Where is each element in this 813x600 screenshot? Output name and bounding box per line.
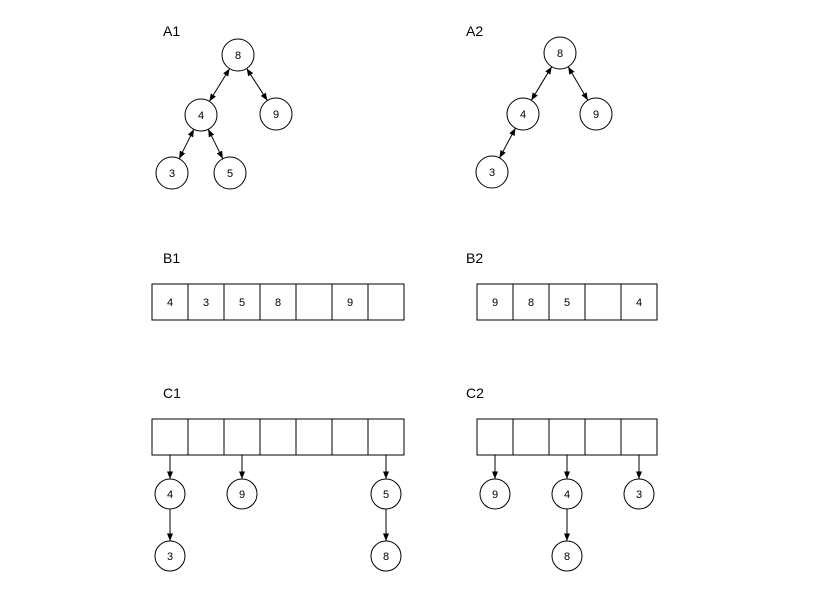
array-cell-value: 5: [239, 297, 245, 309]
array-cell: [331, 283, 369, 321]
panel-label: B1: [163, 250, 180, 266]
array-cell-value: 8: [528, 297, 534, 309]
panel-label: B2: [466, 250, 483, 266]
array-cell: [223, 418, 261, 456]
edge-arrow: [567, 66, 589, 101]
node-value: 5: [383, 489, 389, 501]
tree-node: [506, 97, 540, 131]
edge-arrow: [207, 129, 224, 159]
array-cell: [223, 283, 261, 321]
array-cell: [259, 283, 297, 321]
array-cell: [476, 418, 514, 456]
tree-node: [259, 97, 293, 131]
array-cell-value: 9: [347, 297, 353, 309]
tree-node: [475, 155, 509, 189]
panel-label: C2: [466, 385, 484, 401]
node-value: 9: [239, 489, 245, 501]
node-value: 8: [557, 48, 563, 60]
node-value: 4: [564, 489, 570, 501]
node-value: 4: [198, 110, 204, 122]
array-cell: [187, 418, 225, 456]
array-cell: [584, 283, 622, 321]
node-value: 9: [593, 109, 599, 121]
panel-label: C1: [163, 385, 181, 401]
array-cell: [295, 418, 333, 456]
node-value: 4: [520, 109, 526, 121]
array-cell-value: 4: [167, 297, 173, 309]
array-cell: [295, 283, 333, 321]
array-cell: [367, 283, 405, 321]
array-cell: [512, 418, 550, 456]
tree-node: [155, 156, 189, 190]
tree-node: [543, 36, 577, 70]
node-value: 8: [564, 551, 570, 563]
panel-label: A2: [466, 23, 483, 39]
node-value: 5: [227, 168, 233, 180]
node-value: 3: [167, 551, 173, 563]
panel-a2: A2 8 4 9 3: [466, 23, 613, 189]
node-value: 3: [489, 167, 495, 179]
array-cell: [548, 283, 586, 321]
tree-node: [184, 98, 218, 132]
panel-label: A1: [163, 23, 180, 39]
edge-arrow: [530, 66, 553, 101]
array-cell: [259, 418, 297, 456]
panel-b1: B1 4 3 5 8 9: [151, 250, 405, 321]
node-value: 4: [167, 489, 173, 501]
panel-c2: C2 9 4 3 8: [466, 385, 658, 572]
array-cell: [512, 283, 550, 321]
panel-b2: B2 9 8 5 4: [466, 250, 658, 321]
array-cell: [331, 418, 369, 456]
panel-a1: A1 8 4 9 3 5: [155, 23, 293, 190]
array-cell: [548, 418, 586, 456]
array-cell: [367, 418, 405, 456]
edge-arrow: [246, 68, 268, 101]
array-cell-value: 9: [492, 297, 498, 309]
array-cell: [620, 418, 658, 456]
array-cell-value: 8: [275, 297, 281, 309]
node-value: 3: [636, 489, 642, 501]
node-value: 3: [169, 168, 175, 180]
edge-arrow: [208, 68, 231, 102]
node-value: 9: [492, 489, 498, 501]
array-cell-value: 5: [564, 297, 570, 309]
array-cell-value: 3: [203, 297, 209, 309]
panel-c1: C1 4 9 5 3 8: [151, 385, 405, 572]
array-cell: [151, 418, 189, 456]
tree-node: [221, 38, 255, 72]
edge-arrow: [178, 129, 195, 159]
node-value: 8: [235, 50, 241, 62]
array-cell-value: 4: [636, 297, 642, 309]
tree-node: [579, 97, 613, 131]
edge-arrow: [499, 127, 516, 159]
node-value: 9: [273, 109, 279, 121]
array-cell: [584, 418, 622, 456]
tree-node: [213, 156, 247, 190]
array-cell: [620, 283, 658, 321]
node-value: 8: [383, 551, 389, 563]
